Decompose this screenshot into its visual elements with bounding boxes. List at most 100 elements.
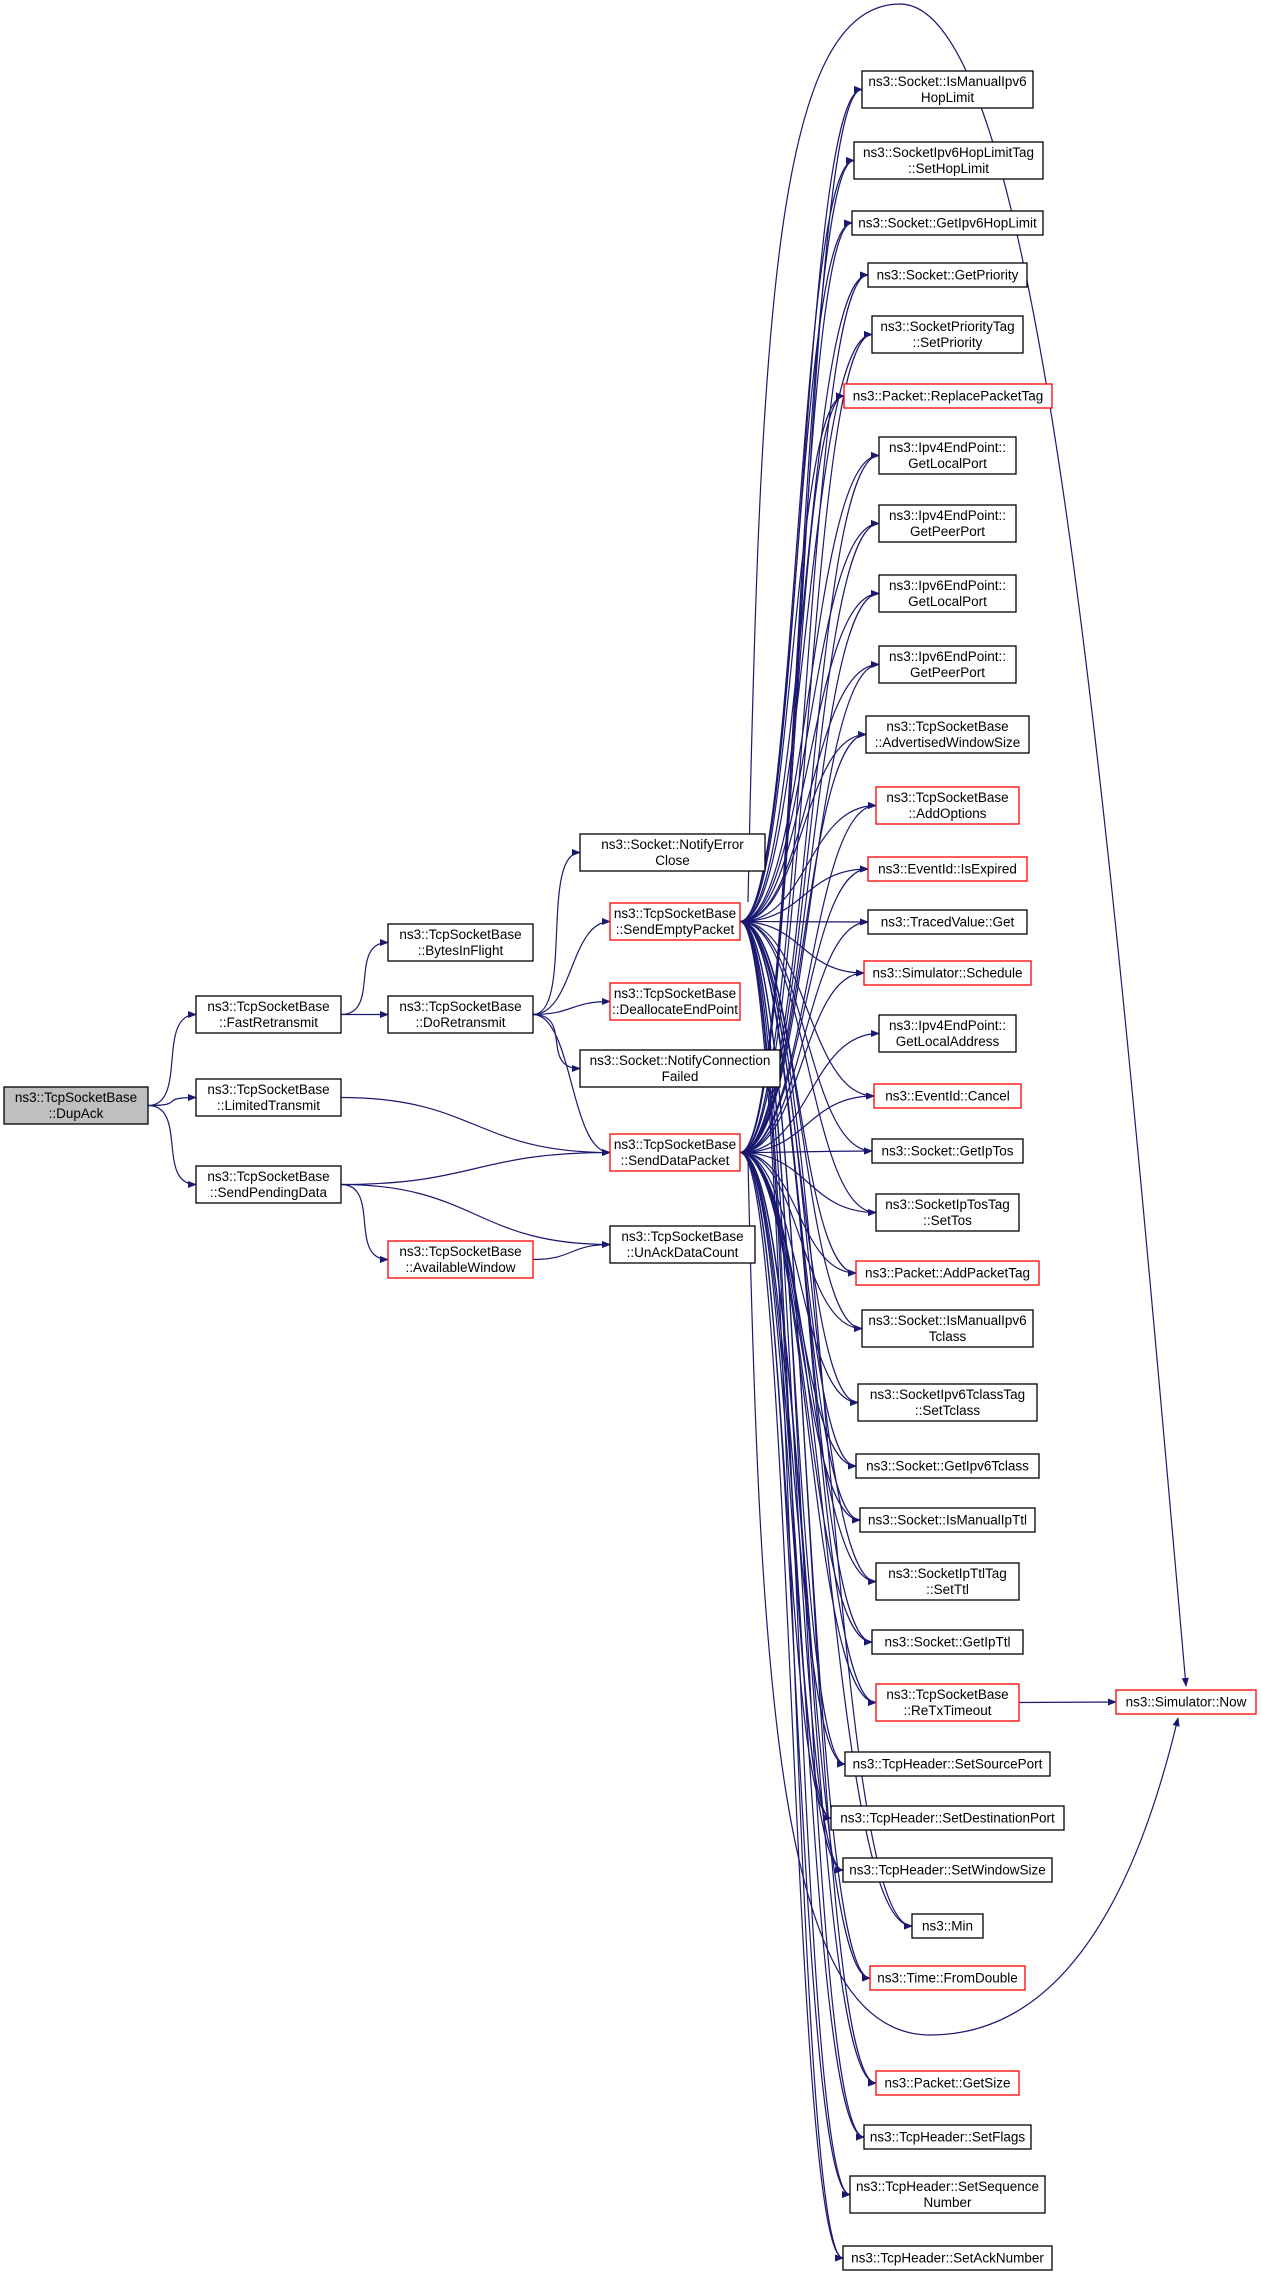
node-ipv6getpeerport[interactable]: ns3::Ipv6EndPoint::GetPeerPort [878,645,1017,684]
node-setflags[interactable]: ns3::TcpHeader::SetFlags [863,2124,1032,2150]
node-doretransmit[interactable]: ns3::TcpSocketBase::DoRetransmit [387,995,534,1034]
node-addpackettag[interactable]: ns3::Packet::AddPacketTag [855,1260,1040,1286]
node-box[interactable] [857,1383,1038,1422]
node-box[interactable] [859,1507,1036,1533]
node-unackdatacount[interactable]: ns3::TcpSocketBase::UnAckDataCount [609,1225,756,1264]
node-settos[interactable]: ns3::SocketIpTosTag::SetTos [875,1193,1020,1232]
node-bytesinflight[interactable]: ns3::TcpSocketBase::BytesInFlight [387,923,534,962]
node-getlocaladdress[interactable]: ns3::Ipv4EndPoint::GetLocalAddress [878,1014,1017,1053]
node-getipttl[interactable]: ns3::Socket::GetIpTtl [871,1629,1024,1655]
node-box[interactable] [871,1629,1024,1655]
node-getipv6tclass[interactable]: ns3::Socket::GetIpv6Tclass [855,1453,1040,1479]
node-box[interactable] [871,315,1024,354]
node-box[interactable] [871,1138,1024,1164]
node-box[interactable] [851,210,1044,236]
node-retxtimeout[interactable]: ns3::TcpSocketBase::ReTxTimeout [875,1683,1020,1722]
node-box[interactable] [855,1260,1040,1286]
node-box[interactable] [863,960,1032,986]
node-tracedvalueget[interactable]: ns3::TracedValue::Get [867,909,1028,935]
node-box[interactable] [878,1014,1017,1053]
node-box[interactable] [861,1309,1034,1348]
node-box[interactable] [878,436,1017,475]
node-box[interactable] [195,1165,342,1204]
node-setwindowsize[interactable]: ns3::TcpHeader::SetWindowSize [842,1857,1053,1883]
node-setttl[interactable]: ns3::SocketIpTtlTag::SetTtl [875,1562,1020,1601]
node-box[interactable] [873,1083,1022,1109]
node-box[interactable] [875,786,1020,825]
node-getiptos[interactable]: ns3::Socket::GetIpTos [871,1138,1024,1164]
node-isexpired[interactable]: ns3::EventId::IsExpired [867,856,1028,882]
node-setpriority[interactable]: ns3::SocketPriorityTag::SetPriority [871,315,1024,354]
node-box[interactable] [861,70,1034,109]
node-box[interactable] [1115,1689,1257,1715]
node-box[interactable] [911,1913,984,1939]
node-box[interactable] [867,909,1028,935]
node-box[interactable] [853,141,1044,180]
node-box[interactable] [195,1078,342,1117]
node-dupack[interactable]: ns3::TcpSocketBase::DupAck [3,1086,149,1125]
node-box[interactable] [878,645,1017,684]
node-senddatapacket[interactable]: ns3::TcpSocketBase::SendDataPacket [609,1133,741,1172]
node-advertisedwindowsize[interactable]: ns3::TcpSocketBase::AdvertisedWindowSize [865,715,1030,754]
node-box[interactable] [878,574,1017,613]
node-box[interactable] [867,856,1028,882]
node-setsourceport[interactable]: ns3::TcpHeader::SetSourcePort [844,1751,1051,1777]
node-limitedtransmit[interactable]: ns3::TcpSocketBase::LimitedTransmit [195,1078,342,1117]
node-box[interactable] [849,2175,1046,2214]
node-box[interactable] [875,1562,1020,1601]
node-addoptions[interactable]: ns3::TcpSocketBase::AddOptions [875,786,1020,825]
node-box[interactable] [843,383,1053,409]
node-box[interactable] [865,715,1030,754]
node-box[interactable] [855,1453,1040,1479]
node-availablewindow[interactable]: ns3::TcpSocketBase::AvailableWindow [387,1240,534,1279]
node-box[interactable] [867,262,1028,288]
node-ismanualipttl[interactable]: ns3::Socket::IsManualIpTtl [859,1507,1036,1533]
node-sendemptypacket[interactable]: ns3::TcpSocketBase::SendEmptyPacket [609,902,741,941]
node-ipv4getpeerport[interactable]: ns3::Ipv4EndPoint::GetPeerPort [878,504,1017,543]
node-box[interactable] [863,2124,1032,2150]
node-box[interactable] [387,923,534,962]
node-box[interactable] [875,1683,1020,1722]
node-box[interactable] [875,2070,1020,2096]
node-deallocateendpoint[interactable]: ns3::TcpSocketBase::DeallocateEndPoint [609,982,741,1021]
node-box[interactable] [844,1751,1051,1777]
node-box[interactable] [830,1805,1065,1831]
node-box[interactable] [609,902,741,941]
node-fastretransmit[interactable]: ns3::TcpSocketBase::FastRetransmit [195,995,342,1034]
node-fromdouble[interactable]: ns3::Time::FromDouble [869,1965,1026,1991]
node-setdestinationport[interactable]: ns3::TcpHeader::SetDestinationPort [830,1805,1065,1831]
node-replacepackettag[interactable]: ns3::Packet::ReplacePacketTag [843,383,1053,409]
node-getipv6hoplimit[interactable]: ns3::Socket::GetIpv6HopLimit [851,210,1044,236]
node-box[interactable] [387,1240,534,1279]
node-box[interactable] [3,1086,149,1125]
node-box[interactable] [387,995,534,1034]
node-box[interactable] [875,1193,1020,1232]
node-ipv6getlocalport[interactable]: ns3::Ipv6EndPoint::GetLocalPort [878,574,1017,613]
node-box[interactable] [842,2245,1053,2271]
node-box[interactable] [609,1225,756,1264]
node-box[interactable] [195,995,342,1034]
node-box[interactable] [869,1965,1026,1991]
node-box[interactable] [878,504,1017,543]
node-box[interactable] [609,1133,741,1172]
node-schedule[interactable]: ns3::Simulator::Schedule [863,960,1032,986]
node-getsize[interactable]: ns3::Packet::GetSize [875,2070,1020,2096]
node-ipv4getlocalport[interactable]: ns3::Ipv4EndPoint::GetLocalPort [878,436,1017,475]
node-sethoplimit[interactable]: ns3::SocketIpv6HopLimitTag::SetHopLimit [853,141,1044,180]
node-box[interactable] [579,1049,781,1088]
node-simulatornow[interactable]: ns3::Simulator::Now [1115,1689,1257,1715]
node-sendpendingdata[interactable]: ns3::TcpSocketBase::SendPendingData [195,1165,342,1204]
node-box[interactable] [579,833,766,872]
node-box[interactable] [842,1857,1053,1883]
node-getpriority[interactable]: ns3::Socket::GetPriority [867,262,1028,288]
node-cancel[interactable]: ns3::EventId::Cancel [873,1083,1022,1109]
node-min[interactable]: ns3::Min [911,1913,984,1939]
node-settclass[interactable]: ns3::SocketIpv6TclassTag::SetTclass [857,1383,1038,1422]
node-setacknumber[interactable]: ns3::TcpHeader::SetAckNumber [842,2245,1053,2271]
node-box[interactable] [609,982,741,1021]
